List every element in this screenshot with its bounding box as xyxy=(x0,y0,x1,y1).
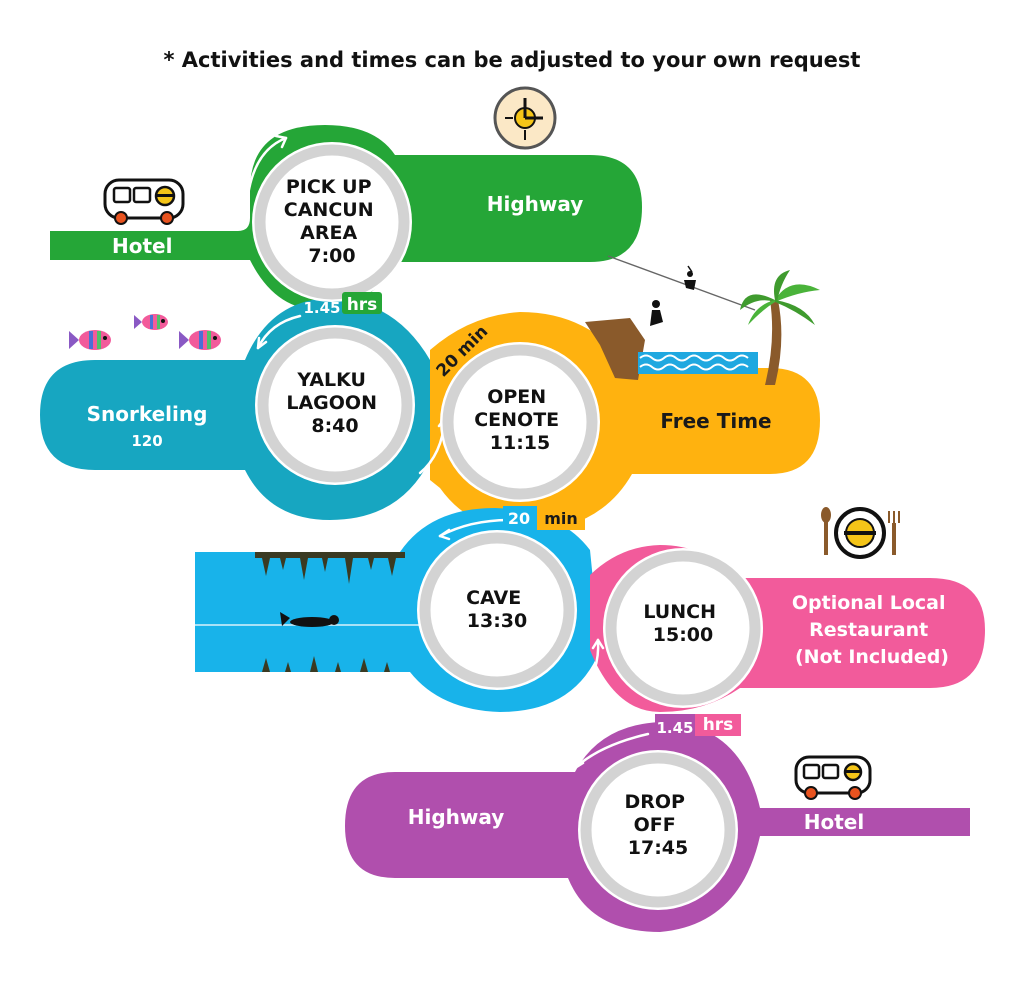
snorkeling-label: Snorkeling xyxy=(87,402,208,426)
stop-cave-text: CAVE 13:30 xyxy=(466,587,528,632)
diver-icon xyxy=(280,612,339,627)
restaurant-label: Optional Local Restaurant (Not Included) xyxy=(792,592,952,668)
page-title: * Activities and times can be adjusted t… xyxy=(163,48,861,72)
palm-tree-icon xyxy=(740,270,820,385)
stop-circle-cenote xyxy=(440,342,600,502)
snorkeling-number: 120 xyxy=(131,432,162,450)
duration-badge-1: 1.45 hrs xyxy=(303,292,382,317)
bus-icon xyxy=(794,755,872,800)
stalactites xyxy=(255,552,405,672)
free-time-label: Free Time xyxy=(660,409,771,433)
hotel-start-label: Hotel xyxy=(112,234,172,258)
svg-text:20: 20 xyxy=(508,509,530,528)
bus-icon xyxy=(103,178,185,225)
stop-circle-lunch xyxy=(603,548,763,708)
stop-pickup-text: PICK UP CANCUN AREA 7:00 xyxy=(284,176,380,267)
stop-circle-pickup xyxy=(252,142,412,302)
clock-icon xyxy=(493,86,557,150)
fish-icon xyxy=(179,330,221,350)
highway-top-label: Highway xyxy=(487,192,584,216)
zipline-wire xyxy=(607,255,756,311)
stop-circle-yalku xyxy=(255,325,415,485)
stop-lunch-text: LUNCH 15:00 xyxy=(643,601,722,646)
stop-circle-cave xyxy=(417,530,577,690)
svg-text:hrs: hrs xyxy=(347,295,378,315)
svg-text:1.45: 1.45 xyxy=(303,299,340,317)
svg-text:hrs: hrs xyxy=(703,715,734,735)
stop-circle-dropoff xyxy=(578,750,738,910)
stop-yalku-text: YALKU LAGOON 8:40 xyxy=(286,369,383,437)
duration-badge-3: 20 min xyxy=(503,506,585,530)
stop-cenote-text: OPEN CENOTE 11:15 xyxy=(474,386,566,454)
svg-text:min: min xyxy=(544,509,578,528)
plate-icon xyxy=(821,507,900,559)
stop-dropoff-text: DROP OFF 17:45 xyxy=(624,791,691,859)
duration-badge-4: 1.45 hrs xyxy=(655,714,741,740)
highway-bottom-label: Highway xyxy=(408,805,505,829)
hotel-end-label: Hotel xyxy=(804,810,864,834)
zipline-icon xyxy=(684,265,696,290)
svg-text:1.45: 1.45 xyxy=(656,719,693,737)
cliff-jump-icon xyxy=(585,300,758,380)
fish-icon xyxy=(134,314,168,330)
fish-icon xyxy=(69,330,111,350)
